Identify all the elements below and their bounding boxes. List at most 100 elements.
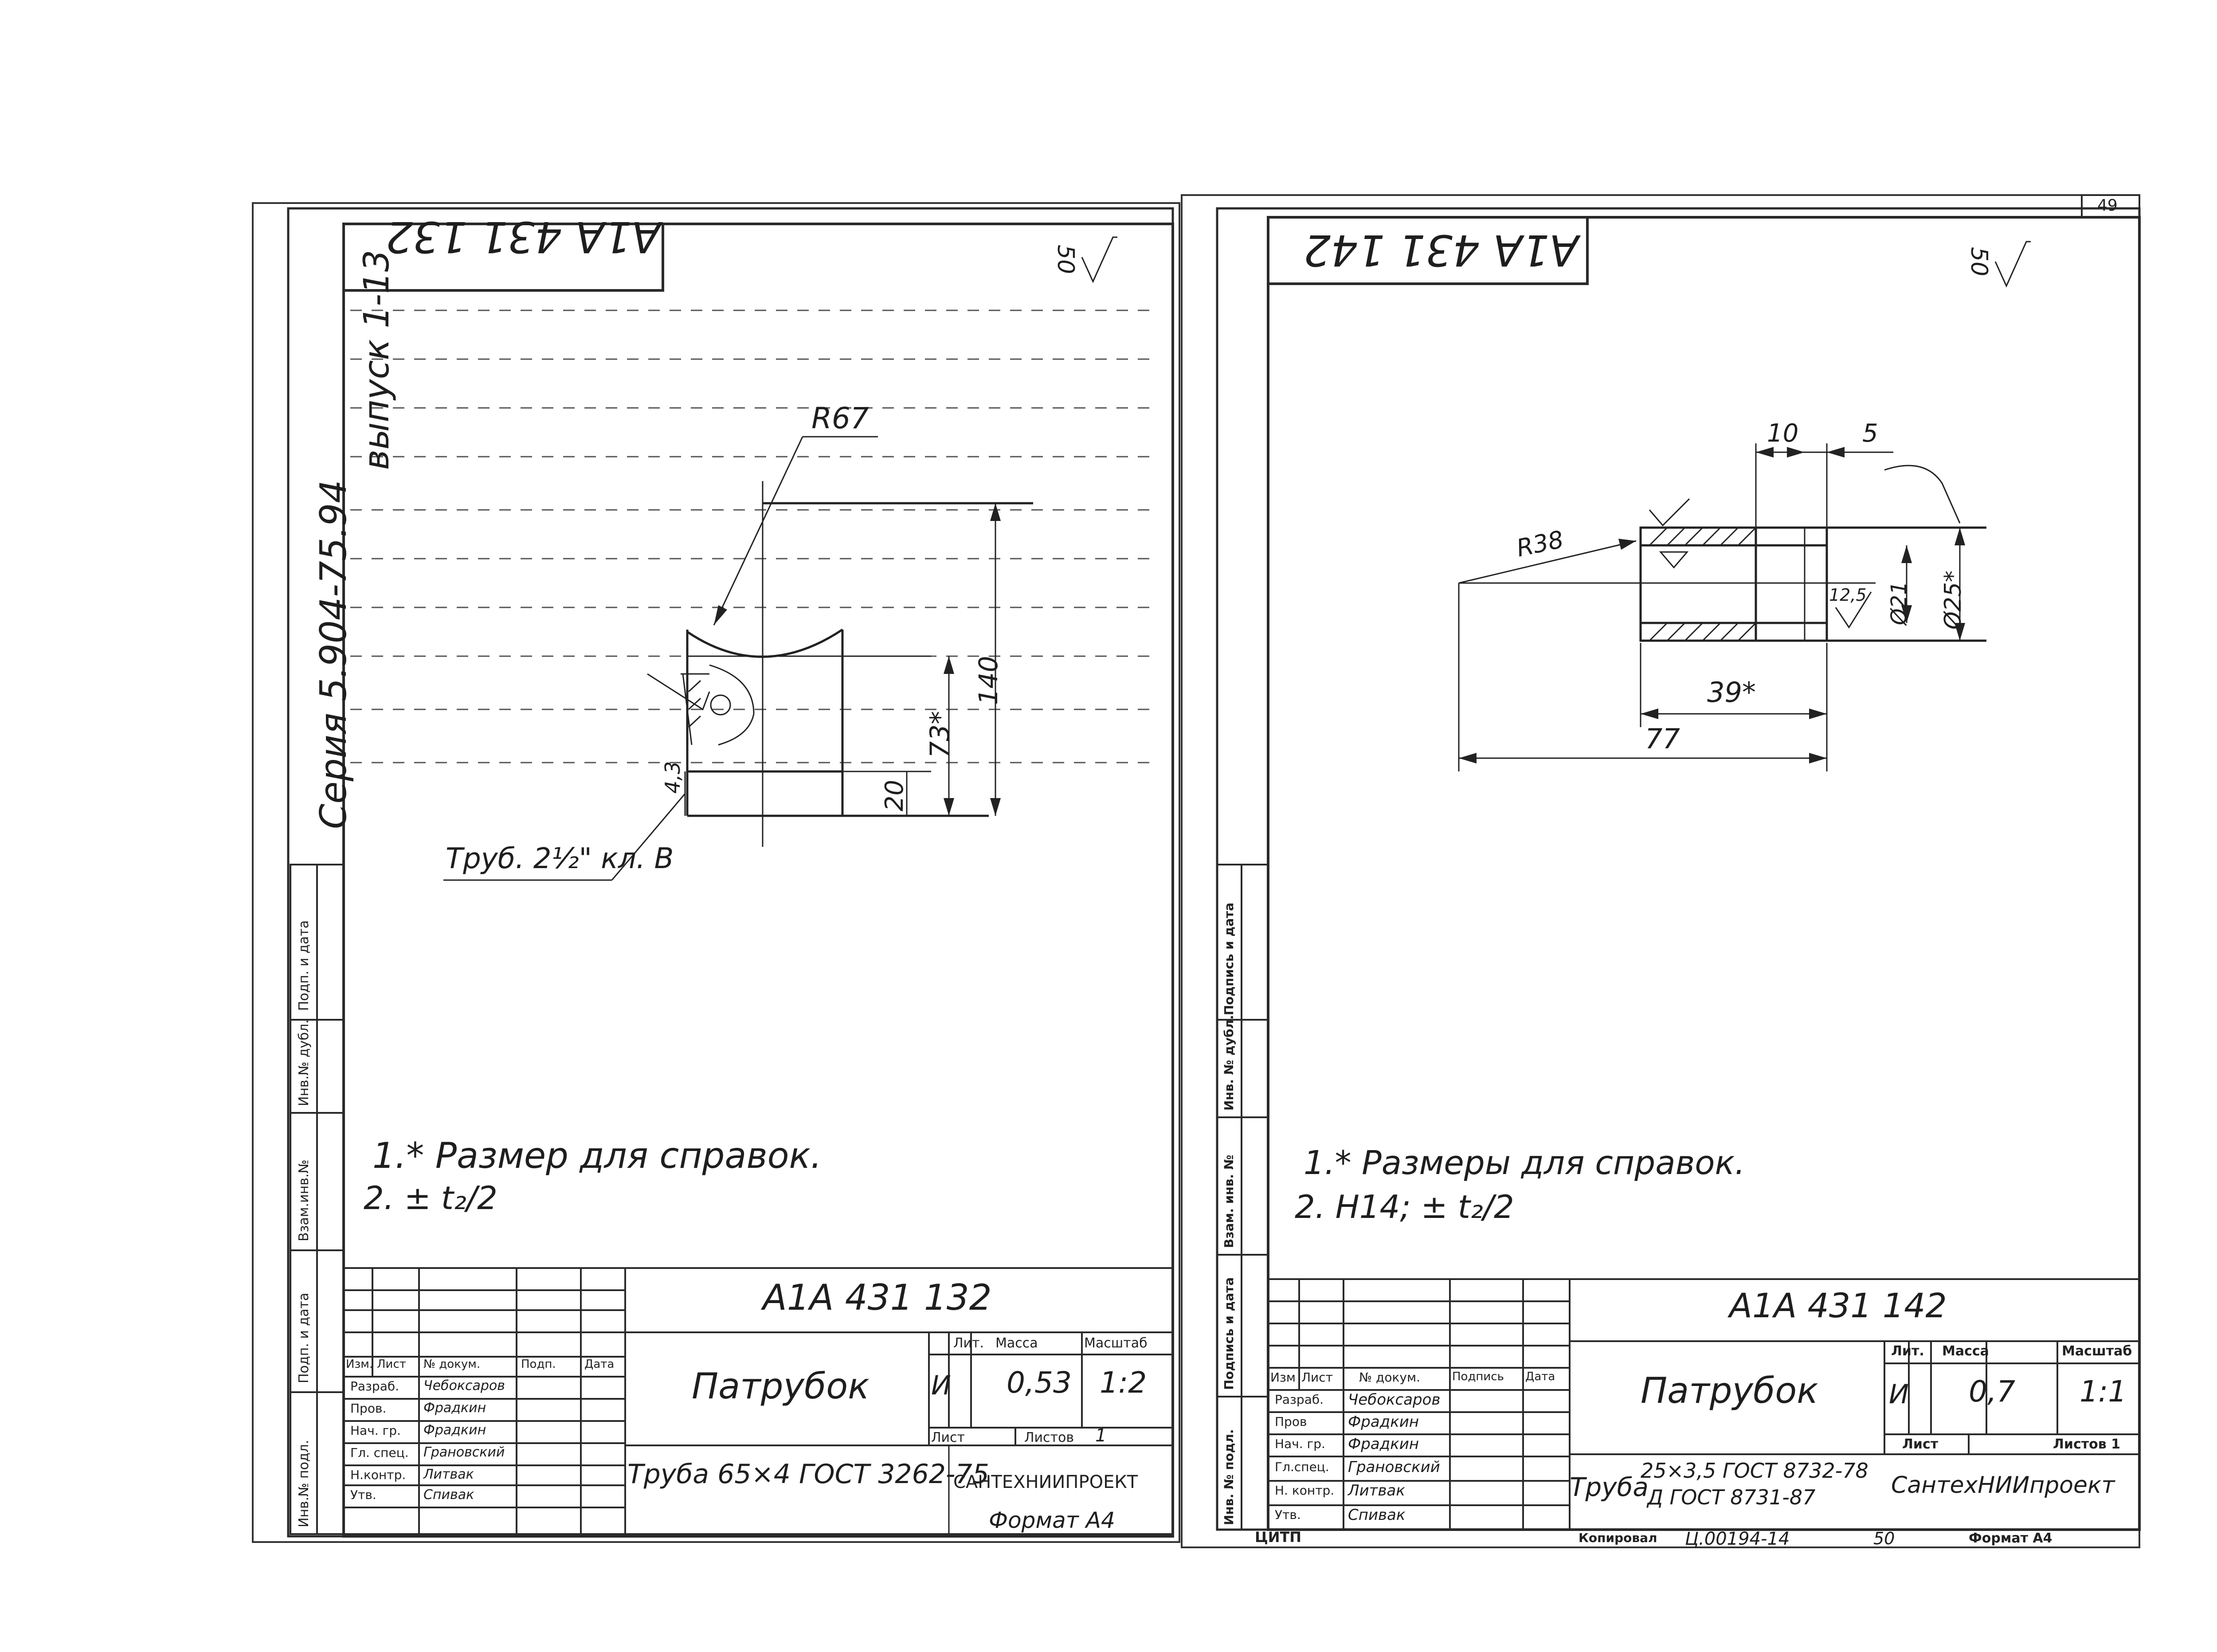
left-dim-73: 73* xyxy=(924,711,956,758)
left-name-4: Грановский xyxy=(423,1445,505,1460)
left-hdr-date: Дата xyxy=(584,1358,615,1371)
right-material-2: Д ГОСТ 8731-87 xyxy=(1647,1485,1816,1509)
left-role-6: Утв. xyxy=(350,1488,376,1502)
series-label: Серия 5.904-75.94 xyxy=(313,480,355,829)
left-roughness-value: 50 xyxy=(1052,244,1079,274)
right-frame xyxy=(1267,216,2141,1531)
right-dim-d25: Ø25* xyxy=(1940,570,1966,630)
right-title-block-lines xyxy=(1267,1278,2140,1531)
left-margin-label-1: Подп. и дата xyxy=(296,920,312,1011)
left-mass: 0,53 xyxy=(1007,1366,1072,1400)
left-hdr-izm: Изм. xyxy=(346,1358,373,1371)
right-dim-10: 10 xyxy=(1767,419,1799,448)
left-hdr-doc: № докум. xyxy=(423,1358,481,1371)
right-mass: 0,7 xyxy=(1969,1374,2015,1409)
right-hdr-sign: Подпись xyxy=(1452,1370,1504,1383)
left-dim-r: R67 xyxy=(811,401,869,435)
right-part-geometry xyxy=(1458,241,2031,771)
right-roughness-value: 50 xyxy=(1966,247,1993,277)
right-page-no-box xyxy=(2081,194,2140,218)
left-mass-header: Масса xyxy=(995,1335,1038,1351)
right-material-1: 25×3,5 ГОСТ 8732-78 xyxy=(1641,1459,1868,1483)
left-name-1: Чебоксаров xyxy=(423,1378,505,1394)
right-dim-d21: Ø21 xyxy=(1887,581,1911,625)
right-frame-outer xyxy=(1216,207,2141,1531)
right-scale-header: Масштаб xyxy=(2062,1343,2132,1359)
left-name-3: Фрадкин xyxy=(423,1422,486,1438)
right-page-no: 49 xyxy=(2097,196,2118,215)
right-code-top: А1А 431 142 xyxy=(1304,225,1579,275)
left-scale: 1:2 xyxy=(1100,1366,1147,1400)
right-lit: И xyxy=(1889,1379,1909,1410)
right-format: Формат А4 xyxy=(1969,1531,2052,1546)
right-num50: 50 xyxy=(1873,1529,1895,1548)
left-dim-20: 20 xyxy=(880,779,909,811)
right-role-5: Н. контр. xyxy=(1275,1483,1335,1498)
right-margin-label-1: Подпись и дата xyxy=(1222,902,1236,1015)
right-title-name: Патрубок xyxy=(1641,1370,1818,1411)
left-name-2: Фрадкин xyxy=(423,1400,486,1416)
left-scale-header: Масштаб xyxy=(1084,1335,1148,1351)
left-dim-140: 140 xyxy=(973,656,1003,705)
right-dim-125: 12,5 xyxy=(1829,585,1867,605)
left-margin-label-4: Подп. и дата xyxy=(296,1292,312,1383)
left-title-block-lines xyxy=(343,1267,1174,1535)
right-hdr-doc: № докум. xyxy=(1359,1370,1421,1385)
right-role-2: Пров xyxy=(1275,1414,1307,1429)
right-mass-header: Масса xyxy=(1942,1343,1989,1359)
right-hdr-izm: Изм xyxy=(1270,1370,1296,1385)
left-part-geometry xyxy=(443,236,1117,881)
left-margin-label-3: Взам.инв.№ xyxy=(296,1159,312,1241)
left-material: Труба 65×4 ГОСТ 3262-75 xyxy=(627,1459,989,1490)
left-note-1: 1.* Размер для справок. xyxy=(372,1135,822,1176)
right-copied: Копировал xyxy=(1579,1531,1657,1545)
right-name-6: Спивак xyxy=(1348,1506,1406,1524)
right-role-1: Разраб. xyxy=(1275,1392,1324,1407)
right-hdr-list: Лист xyxy=(1301,1370,1333,1385)
right-name-3: Фрадкин xyxy=(1348,1435,1419,1453)
left-title-code: А1А 431 132 xyxy=(763,1277,992,1318)
right-code-box xyxy=(1267,216,1589,285)
left-hdr-list: Лист xyxy=(377,1358,406,1371)
right-stamp: Ц.00194-14 xyxy=(1685,1529,1790,1549)
left-margin-label-2: Инв.№ дубл. xyxy=(296,1019,312,1106)
right-title-code: А1А 431 142 xyxy=(1729,1286,1947,1325)
left-role-1: Разраб. xyxy=(350,1379,400,1394)
right-note-1: 1.* Размеры для справок. xyxy=(1304,1144,1745,1182)
right-sheet-header: Лист xyxy=(1902,1437,1939,1452)
right-margin-label-2: Инв. № дубл. xyxy=(1222,1015,1236,1111)
right-dim-39: 39* xyxy=(1707,676,1756,709)
left-org: САНТЕХНИИПРОЕКТ xyxy=(953,1472,1138,1492)
left-margin-label-5: Инв.№ подл. xyxy=(296,1440,312,1527)
left-note-2: 2. ± t₂/2 xyxy=(364,1179,497,1217)
right-role-4: Гл.спец. xyxy=(1275,1460,1329,1474)
right-org: СантехНИИпроект xyxy=(1891,1472,2115,1499)
right-role-6: Утв. xyxy=(1275,1507,1301,1522)
left-hdr-sign: Подп. xyxy=(521,1358,556,1371)
left-title-name: Патрубок xyxy=(692,1366,870,1407)
left-code-top: А1А 431 132 xyxy=(386,212,661,262)
right-margin-label-4: Подпись и дата xyxy=(1222,1277,1236,1390)
left-sheet-header: Лист xyxy=(931,1430,965,1445)
right-name-5: Литвак xyxy=(1348,1482,1405,1499)
left-name-5: Литвак xyxy=(423,1467,474,1482)
right-sheet-edge xyxy=(1181,194,2140,1548)
right-sheets-header: Листов 1 xyxy=(2053,1437,2121,1452)
right-margin-label-3: Взам. инв. № xyxy=(1222,1155,1236,1248)
left-margin-box xyxy=(290,864,345,1535)
right-name-1: Чебоксаров xyxy=(1348,1391,1441,1409)
left-role-5: Н.контр. xyxy=(350,1468,406,1482)
right-footer-org: ЦИТП xyxy=(1255,1529,1302,1546)
right-dim-77: 77 xyxy=(1645,723,1680,755)
left-lit: И xyxy=(931,1370,951,1401)
right-dim-5: 5 xyxy=(1862,419,1878,448)
right-note-2: 2. Н14; ± t₂/2 xyxy=(1295,1188,1514,1225)
left-role-3: Нач. гр. xyxy=(350,1423,401,1438)
right-lit-header: Лит. xyxy=(1891,1343,1924,1359)
issue-label: выпуск 1-13 xyxy=(357,250,397,470)
left-dim-4: 4,3 xyxy=(661,761,685,794)
left-sheet-edge xyxy=(252,202,1180,1543)
left-role-4: Гл. спец. xyxy=(350,1445,409,1460)
right-name-2: Фрадкин xyxy=(1348,1413,1419,1431)
